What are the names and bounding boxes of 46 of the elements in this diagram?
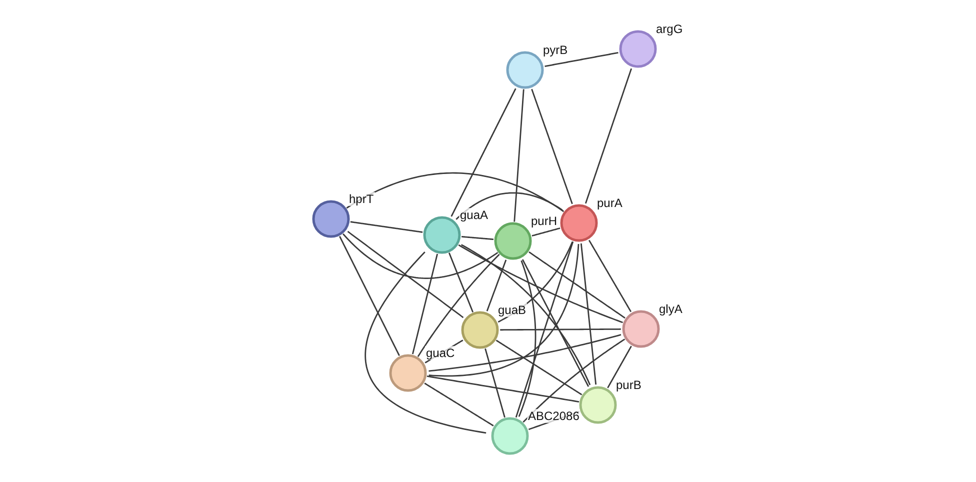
interaction-line bbox=[456, 192, 563, 220]
interaction-line bbox=[347, 230, 464, 318]
protein-label: guaB bbox=[497, 303, 528, 317]
interaction-line bbox=[428, 244, 580, 377]
interaction-line bbox=[515, 241, 574, 418]
interaction-line bbox=[417, 254, 500, 358]
interaction-line bbox=[426, 376, 580, 402]
interaction-line bbox=[544, 52, 618, 68]
interaction-line bbox=[518, 260, 536, 417]
interaction-line bbox=[460, 244, 591, 386]
protein-label: hprT bbox=[348, 192, 375, 206]
interaction-line bbox=[584, 68, 632, 204]
interaction-line bbox=[496, 340, 582, 396]
interaction-line bbox=[346, 172, 564, 212]
interaction-line bbox=[424, 382, 494, 426]
interaction-line bbox=[588, 240, 632, 312]
interaction-line bbox=[364, 252, 486, 434]
interaction-line bbox=[484, 348, 506, 418]
protein-label: purB bbox=[615, 378, 642, 392]
protein-label: purA bbox=[596, 196, 624, 210]
interaction-line bbox=[528, 251, 626, 319]
protein-label: guaA bbox=[459, 208, 490, 222]
interaction-line bbox=[448, 252, 474, 312]
protein-label: argG bbox=[655, 22, 684, 36]
interaction-line bbox=[522, 259, 590, 387]
protein-label: guaC bbox=[425, 346, 456, 360]
interaction-line bbox=[531, 88, 573, 204]
interaction-line bbox=[339, 236, 400, 356]
interaction-line bbox=[458, 244, 624, 324]
protein-label: ABC2086 bbox=[527, 409, 580, 423]
interaction-line bbox=[522, 338, 626, 423]
interaction-line bbox=[486, 260, 507, 312]
interaction-line bbox=[450, 88, 516, 217]
interaction-line bbox=[461, 236, 494, 240]
interaction-line bbox=[514, 89, 524, 222]
interaction-line bbox=[350, 221, 423, 233]
interaction-line bbox=[580, 243, 597, 385]
protein-label: purH bbox=[530, 214, 558, 228]
protein-label: pyrB bbox=[542, 43, 569, 57]
interaction-line bbox=[532, 228, 560, 236]
interaction-line bbox=[342, 233, 498, 279]
interaction-line bbox=[607, 346, 632, 388]
interaction-line bbox=[428, 334, 622, 372]
protein-label: glyA bbox=[658, 302, 684, 316]
interaction-line bbox=[500, 328, 621, 331]
interaction-line bbox=[412, 254, 438, 354]
